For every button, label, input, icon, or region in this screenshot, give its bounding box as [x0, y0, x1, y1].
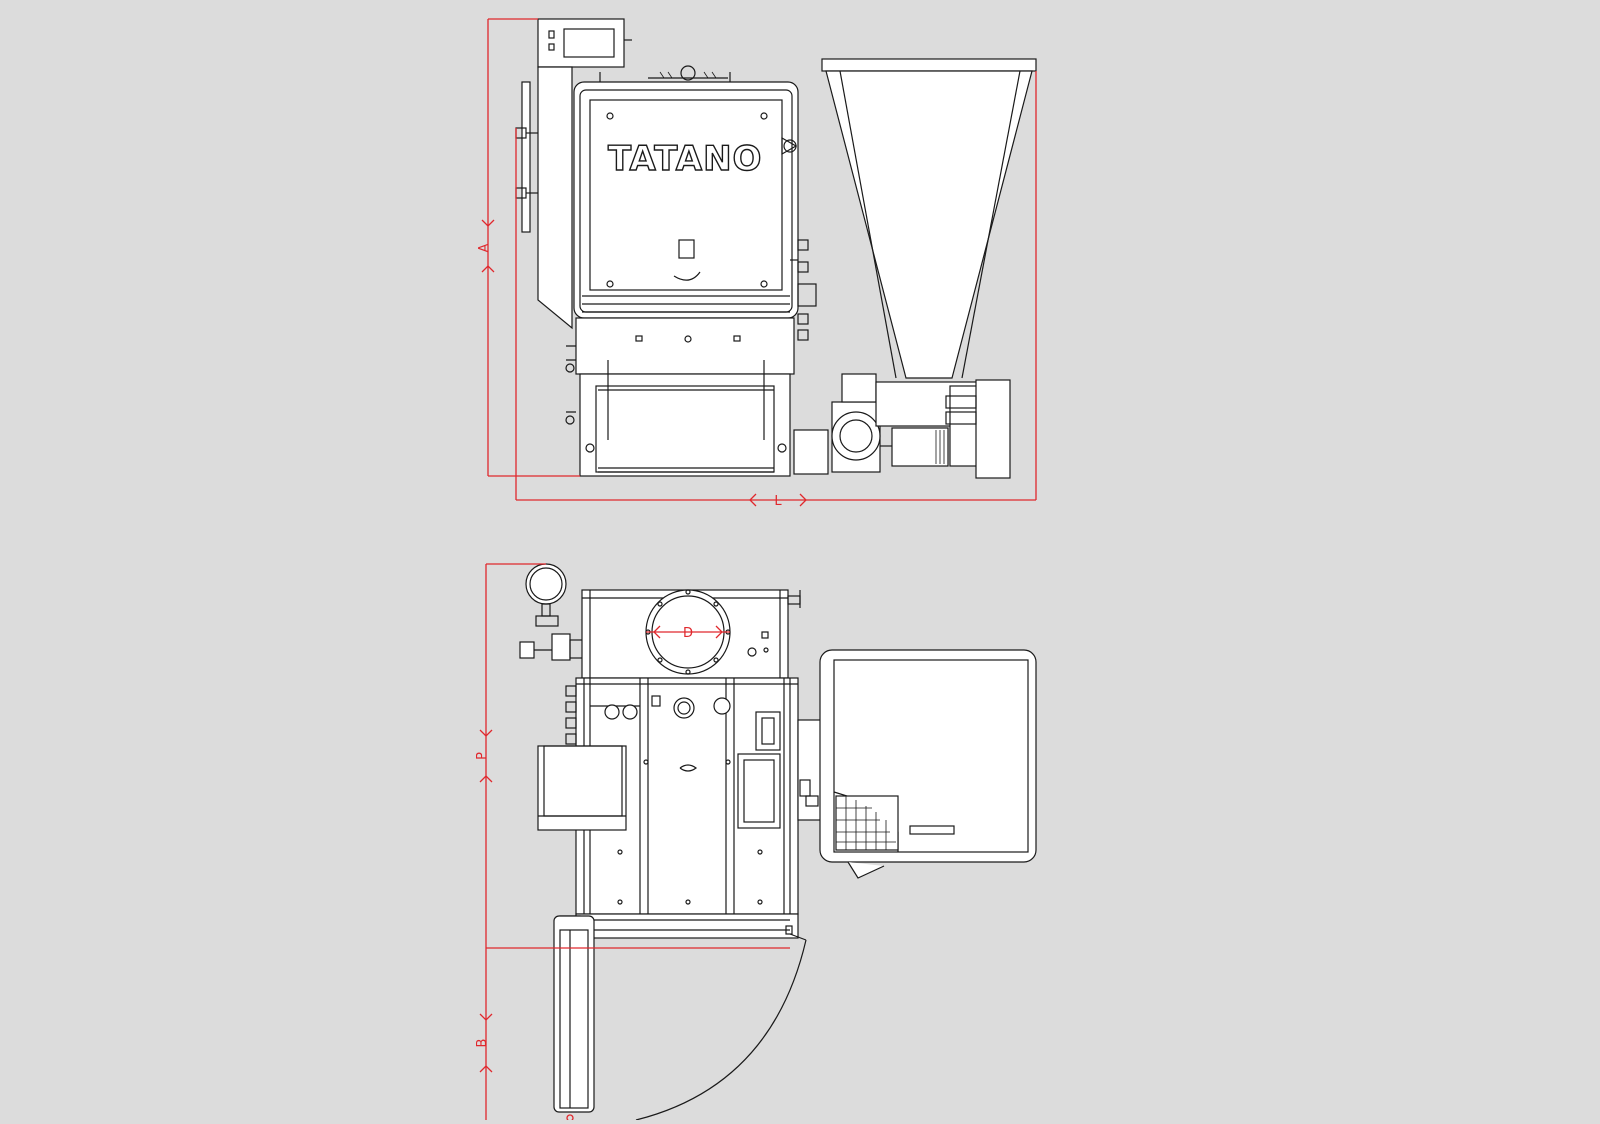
control-panel-top [537, 745, 627, 831]
boiler-body: TATANO [573, 65, 817, 341]
top-dimensions: P B D [475, 563, 790, 1122]
front-door-top [553, 913, 799, 1113]
feed-grate [835, 795, 899, 851]
dimension-label-l: L [774, 494, 782, 509]
top-view: P B D [475, 563, 1037, 1122]
side-door [515, 66, 573, 330]
pellet-hopper [821, 58, 1037, 379]
dimension-label-d: D [683, 626, 693, 641]
brand-logo-text: TATANO [608, 139, 762, 179]
pellet-hopper-top [797, 649, 1037, 879]
dimension-label-a: A [477, 243, 492, 252]
front-dimensions: A L [477, 18, 1037, 509]
door-swing-arc [635, 939, 807, 1121]
control-panel [537, 18, 632, 68]
front-view: TATANO [477, 18, 1037, 509]
ash-compartment [565, 317, 795, 477]
boiler-body-top [565, 677, 799, 915]
dimension-label-p: P [475, 752, 490, 760]
burner-assembly [793, 373, 1011, 479]
dimension-label-b: B [475, 1039, 490, 1048]
pressure-gauge [519, 563, 587, 661]
